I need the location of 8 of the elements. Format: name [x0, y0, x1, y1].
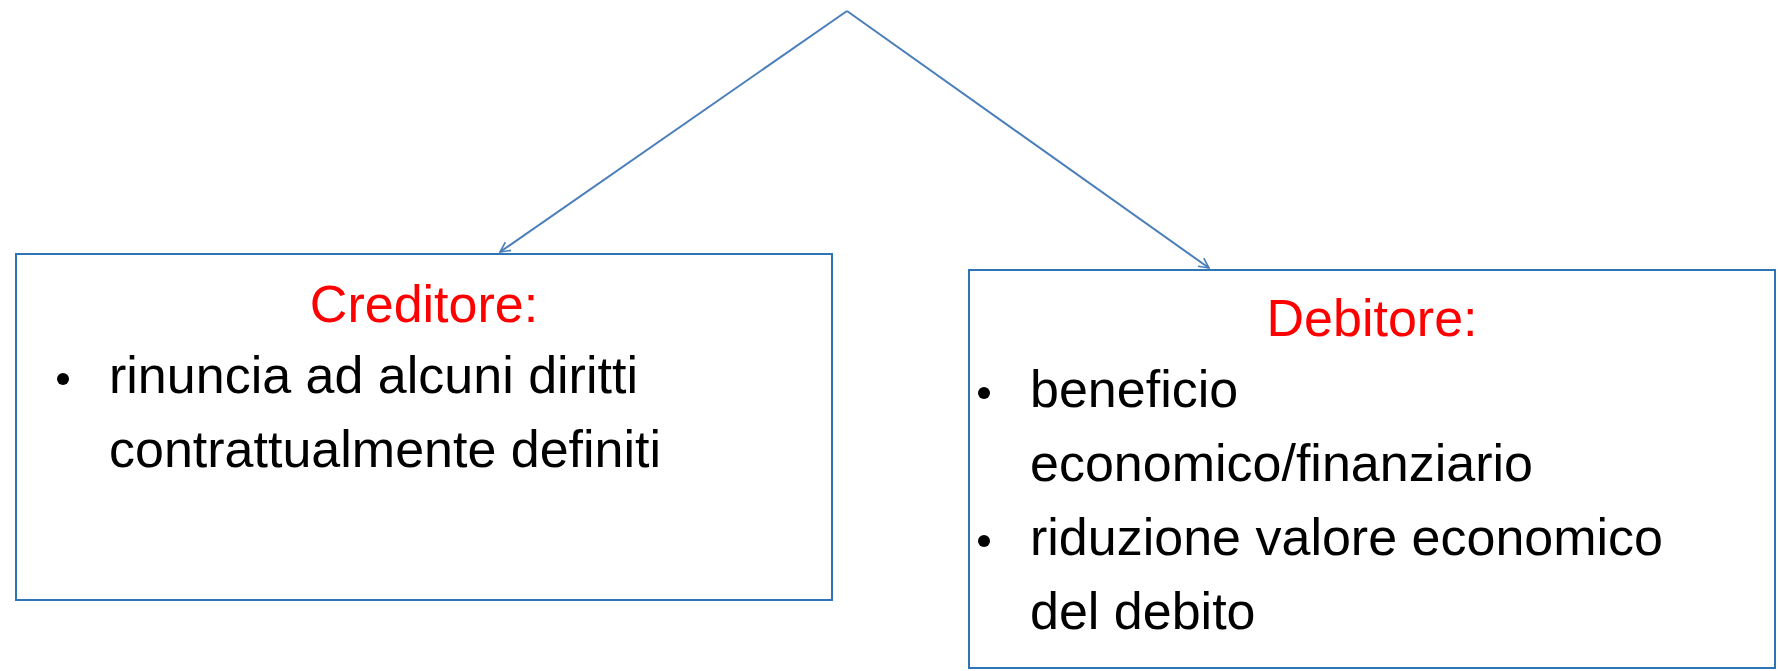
text-box — [968, 269, 1776, 669]
heading: Debitore: — [1265, 288, 1479, 349]
heading: Creditore: — [308, 274, 540, 335]
arrow — [846, 10, 1210, 269]
bullet-text: riduzione valore economico del debito — [1030, 507, 1663, 640]
bullet-text: rinuncia ad alcuni diritti contrattualmente definiti — [109, 346, 662, 478]
text-box — [15, 253, 833, 601]
arrow — [499, 10, 848, 253]
